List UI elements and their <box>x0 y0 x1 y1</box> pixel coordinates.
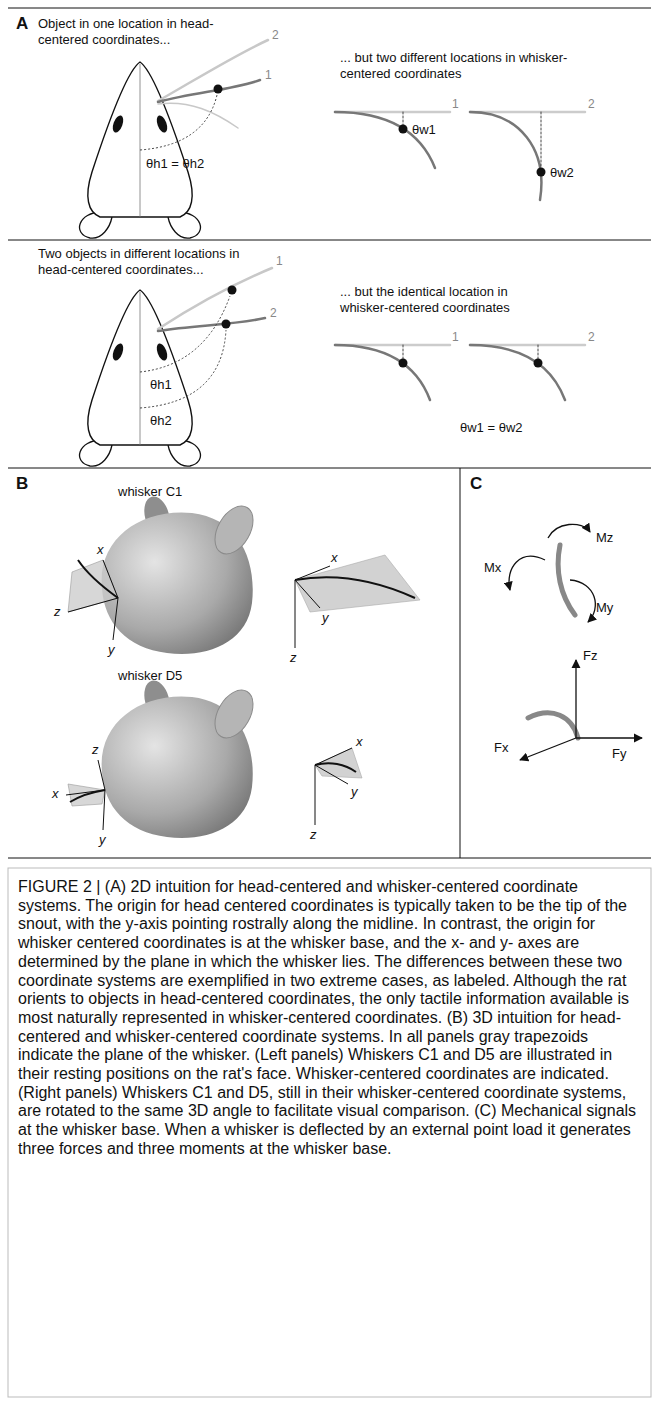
moment-label: My <box>596 600 613 616</box>
force-label: Fx <box>494 740 508 756</box>
whisker-number: 1 <box>452 97 459 111</box>
whisker-number: 1 <box>265 68 272 82</box>
figure-caption: FIGURE 2 | (A) 2D intuition for head-cen… <box>18 878 640 1159</box>
whisker-number: 2 <box>270 306 277 320</box>
axis-label: y <box>108 642 115 658</box>
axis-label: x <box>356 734 363 750</box>
axis-label: y <box>99 832 106 848</box>
panel-letter: C <box>470 474 482 494</box>
panel-letter: B <box>16 474 28 494</box>
object-dot <box>214 85 223 94</box>
whisker-number: 2 <box>588 330 595 344</box>
rat-head-3d <box>102 678 261 838</box>
force-label: Fz <box>583 648 597 664</box>
moment-label: Mx <box>484 560 501 576</box>
axis-label: y <box>351 784 358 800</box>
angle-arc <box>140 95 217 150</box>
axis-label: y <box>322 610 329 626</box>
angle-label: θw2 <box>550 165 574 181</box>
whisker-number: 2 <box>272 28 279 42</box>
whisker-number: 1 <box>276 254 283 268</box>
axis-label: z <box>290 650 297 666</box>
whisker-number: 1 <box>452 330 459 344</box>
panel-note: Object in one location in head-centered … <box>38 16 223 47</box>
panel-note: Two objects in different locations in he… <box>38 246 253 277</box>
axis-label: z <box>54 604 61 620</box>
panel-letter: A <box>16 14 28 34</box>
whiskers <box>158 40 268 128</box>
whisker-frames <box>335 112 585 200</box>
panel-note: ... but two different locations in whisk… <box>340 50 570 81</box>
axis-label: z <box>92 742 99 758</box>
moment-label: Mz <box>596 530 613 546</box>
whisker-name: whisker C1 <box>118 484 182 500</box>
whisker-number: 2 <box>588 97 595 111</box>
rat-head <box>80 62 201 238</box>
rat-head <box>80 290 201 466</box>
force-label: Fy <box>612 746 626 762</box>
rat-head-3d <box>102 494 261 654</box>
caption-frame <box>8 868 651 1397</box>
angle-label: θh2 <box>150 413 172 429</box>
axis-label: x <box>331 550 338 566</box>
panel-note: ... but the identical location in whiske… <box>340 284 555 315</box>
angle-label: θw1 <box>412 122 436 138</box>
panel-rule <box>8 8 651 858</box>
axis-label: x <box>52 786 59 802</box>
angle-label: θh1 <box>150 377 172 393</box>
angle-label: θh1 = θh2 <box>146 156 204 172</box>
angle-label: θw1 = θw2 <box>460 420 523 436</box>
whisker-name: whisker D5 <box>118 668 182 684</box>
axis-label: x <box>97 542 104 558</box>
axis-label: z <box>310 827 317 843</box>
